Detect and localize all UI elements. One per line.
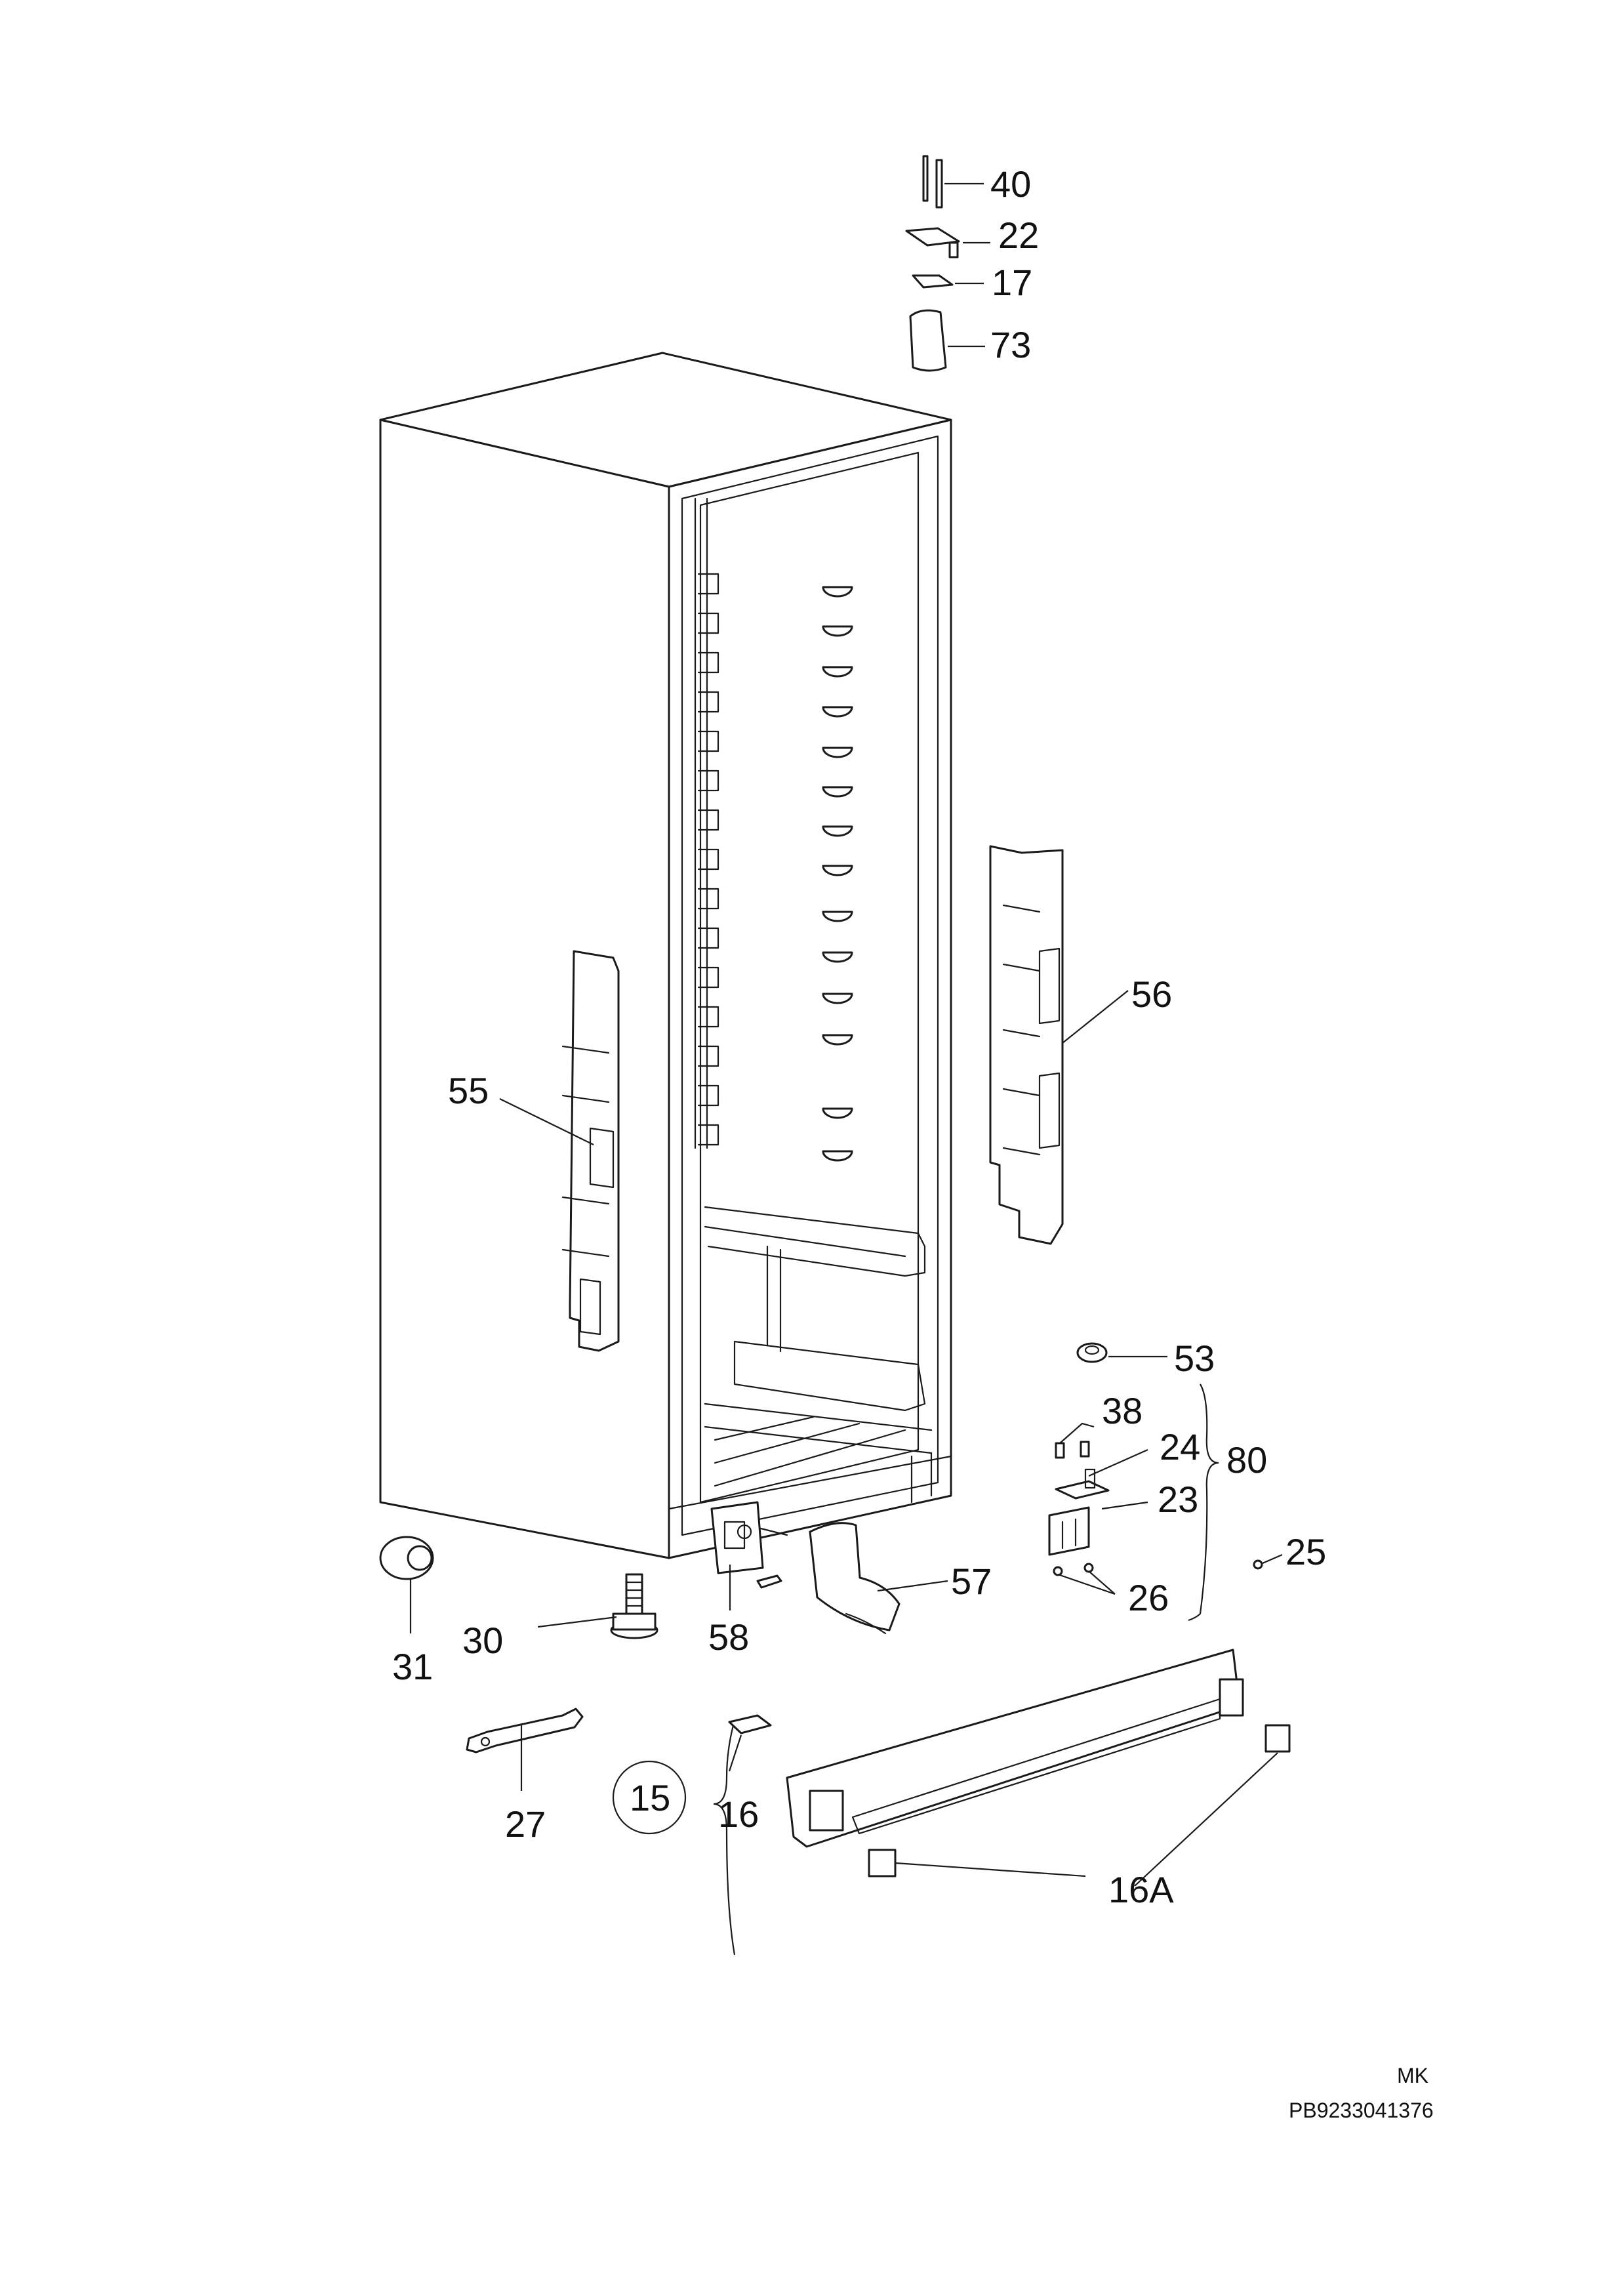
adjustable-foot	[610, 1573, 658, 1639]
hinge-washers	[1053, 1563, 1094, 1576]
cap-knob	[379, 1536, 434, 1580]
callout-26: 26	[1128, 1577, 1169, 1618]
diagram-footer: MK PB9233041376	[1289, 2064, 1434, 2122]
kick-plate	[786, 1649, 1244, 1848]
callout-23: 23	[1158, 1479, 1198, 1520]
callout-30: 30	[462, 1620, 503, 1661]
callout-55: 55	[448, 1070, 489, 1111]
crisper-rails	[704, 1206, 933, 1504]
callout-80: 80	[1226, 1439, 1267, 1481]
callout-16A: 16A	[1108, 1869, 1174, 1910]
callout-labels: 40 22 17 73 56 55 53 38 24 80 23 25 26 5…	[392, 163, 1326, 1910]
lower-hinge	[1048, 1506, 1090, 1556]
hinge-nut	[1253, 1559, 1263, 1570]
callout-27: 27	[505, 1803, 546, 1845]
shelf-support-pegs	[822, 586, 853, 1162]
door-stop-bracket	[809, 1522, 900, 1635]
hinge-bushing	[1076, 1342, 1108, 1363]
callout-24: 24	[1160, 1426, 1200, 1467]
callout-53: 53	[1174, 1338, 1215, 1379]
kick-plate-clip	[728, 1714, 772, 1734]
callout-56: 56	[1131, 974, 1172, 1015]
callout-17: 17	[992, 262, 1032, 303]
callout-38: 38	[1102, 1390, 1143, 1431]
top-hinge-bracket	[905, 227, 960, 258]
callout-15-circle	[612, 1760, 687, 1835]
callout-58: 58	[708, 1616, 749, 1658]
leader-lines	[409, 182, 1283, 1956]
callout-31: 31	[392, 1646, 433, 1687]
kick-plate-caps	[868, 1724, 1291, 1877]
refrigerator-cabinet	[379, 352, 952, 1559]
hinge-pin-plate	[1055, 1468, 1110, 1500]
callout-16: 16	[718, 1794, 759, 1835]
callout-15: 15	[630, 1777, 670, 1818]
author-initials: MK	[1397, 2064, 1428, 2087]
callout-22: 22	[998, 215, 1039, 256]
door-shelf-rail-right	[989, 845, 1064, 1245]
document-code: PB9233041376	[1289, 2099, 1434, 2122]
callout-57: 57	[951, 1561, 992, 1602]
top-hinge-screws	[922, 155, 943, 209]
hinge-spacer	[912, 274, 954, 289]
hinge-screws	[1055, 1441, 1090, 1459]
callout-40: 40	[990, 163, 1031, 205]
door-shelf-rail-left	[561, 950, 620, 1352]
shelf-rail-ladder	[694, 497, 719, 1149]
callout-25: 25	[1285, 1531, 1326, 1572]
lower-hinge-bracket	[710, 1501, 788, 1589]
hinge-cover	[909, 309, 947, 372]
spanner-wrench	[466, 1708, 584, 1753]
callout-73: 73	[990, 324, 1031, 365]
